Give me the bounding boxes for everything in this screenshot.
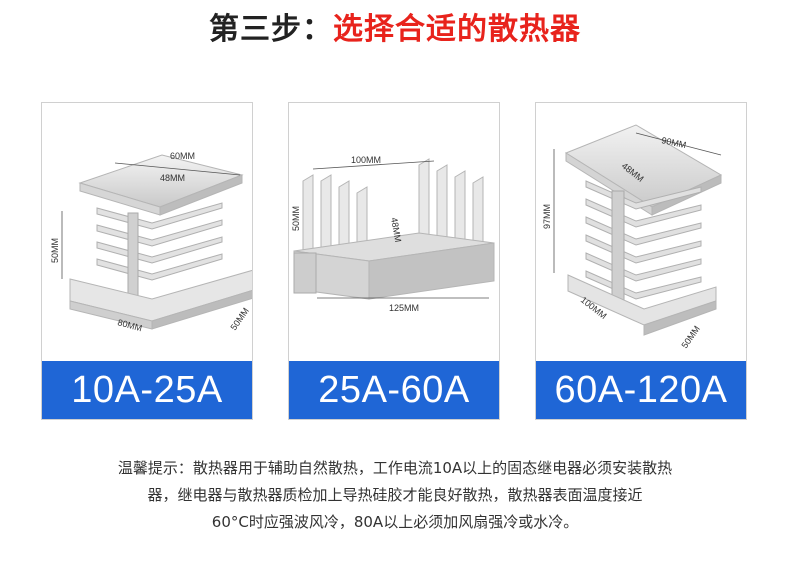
- dim-height: 97MM: [542, 204, 552, 229]
- heatsink-card-3[interactable]: 90MM 48MM 97MM 100MM 50MM 60A-120A: [535, 102, 747, 420]
- title-main: 选择合适的散热器: [333, 12, 581, 47]
- dim-length: 125MM: [389, 303, 419, 313]
- heatsink-image-small: 60MM 48MM 50MM 80MM 50MM: [50, 151, 252, 333]
- dim-inner: 48MM: [160, 173, 185, 183]
- tip-line-2: 器，继电器与散热器质检加上导热硅胶才能良好散热，散热器表面温度接近: [147, 486, 643, 504]
- title-step: 第三步：: [209, 12, 333, 47]
- tip-line-1: 温馨提示：散热器用于辅助自然散热，工作电流10A以上的固态继电器必须安装散热: [117, 459, 673, 477]
- current-range-label: 60A-120A: [536, 361, 746, 419]
- dim-inner: 48MM: [389, 217, 403, 243]
- tip-note: 温馨提示：散热器用于辅助自然散热，工作电流10A以上的固态继电器必须安装散热 器…: [0, 455, 790, 536]
- current-range-label: 25A-60A: [289, 361, 499, 419]
- dim-height: 50MM: [50, 238, 60, 263]
- dim-top-width: 100MM: [351, 155, 381, 165]
- dim-height: 50MM: [291, 206, 301, 231]
- heatsink-card-1[interactable]: 60MM 48MM 50MM 80MM 50MM 10A-25A: [41, 102, 253, 420]
- page-title: 第三步：选择合适的散热器: [0, 8, 790, 52]
- heatsink-image-large: 90MM 48MM 97MM 100MM 50MM: [542, 124, 723, 350]
- tip-line-3: 60°C时应强波风冷，80A以上必须加风扇强冷或水冷。: [211, 513, 579, 531]
- heatsink-image-medium: 100MM 48MM 50MM 125MM: [291, 155, 495, 313]
- dim-top-width: 60MM: [170, 151, 195, 161]
- current-range-label: 10A-25A: [42, 361, 252, 419]
- heatsink-card-2[interactable]: 100MM 48MM 50MM 125MM 25A-60A: [288, 102, 500, 420]
- dim-base: 50MM: [679, 324, 702, 350]
- dim-base: 50MM: [228, 306, 251, 332]
